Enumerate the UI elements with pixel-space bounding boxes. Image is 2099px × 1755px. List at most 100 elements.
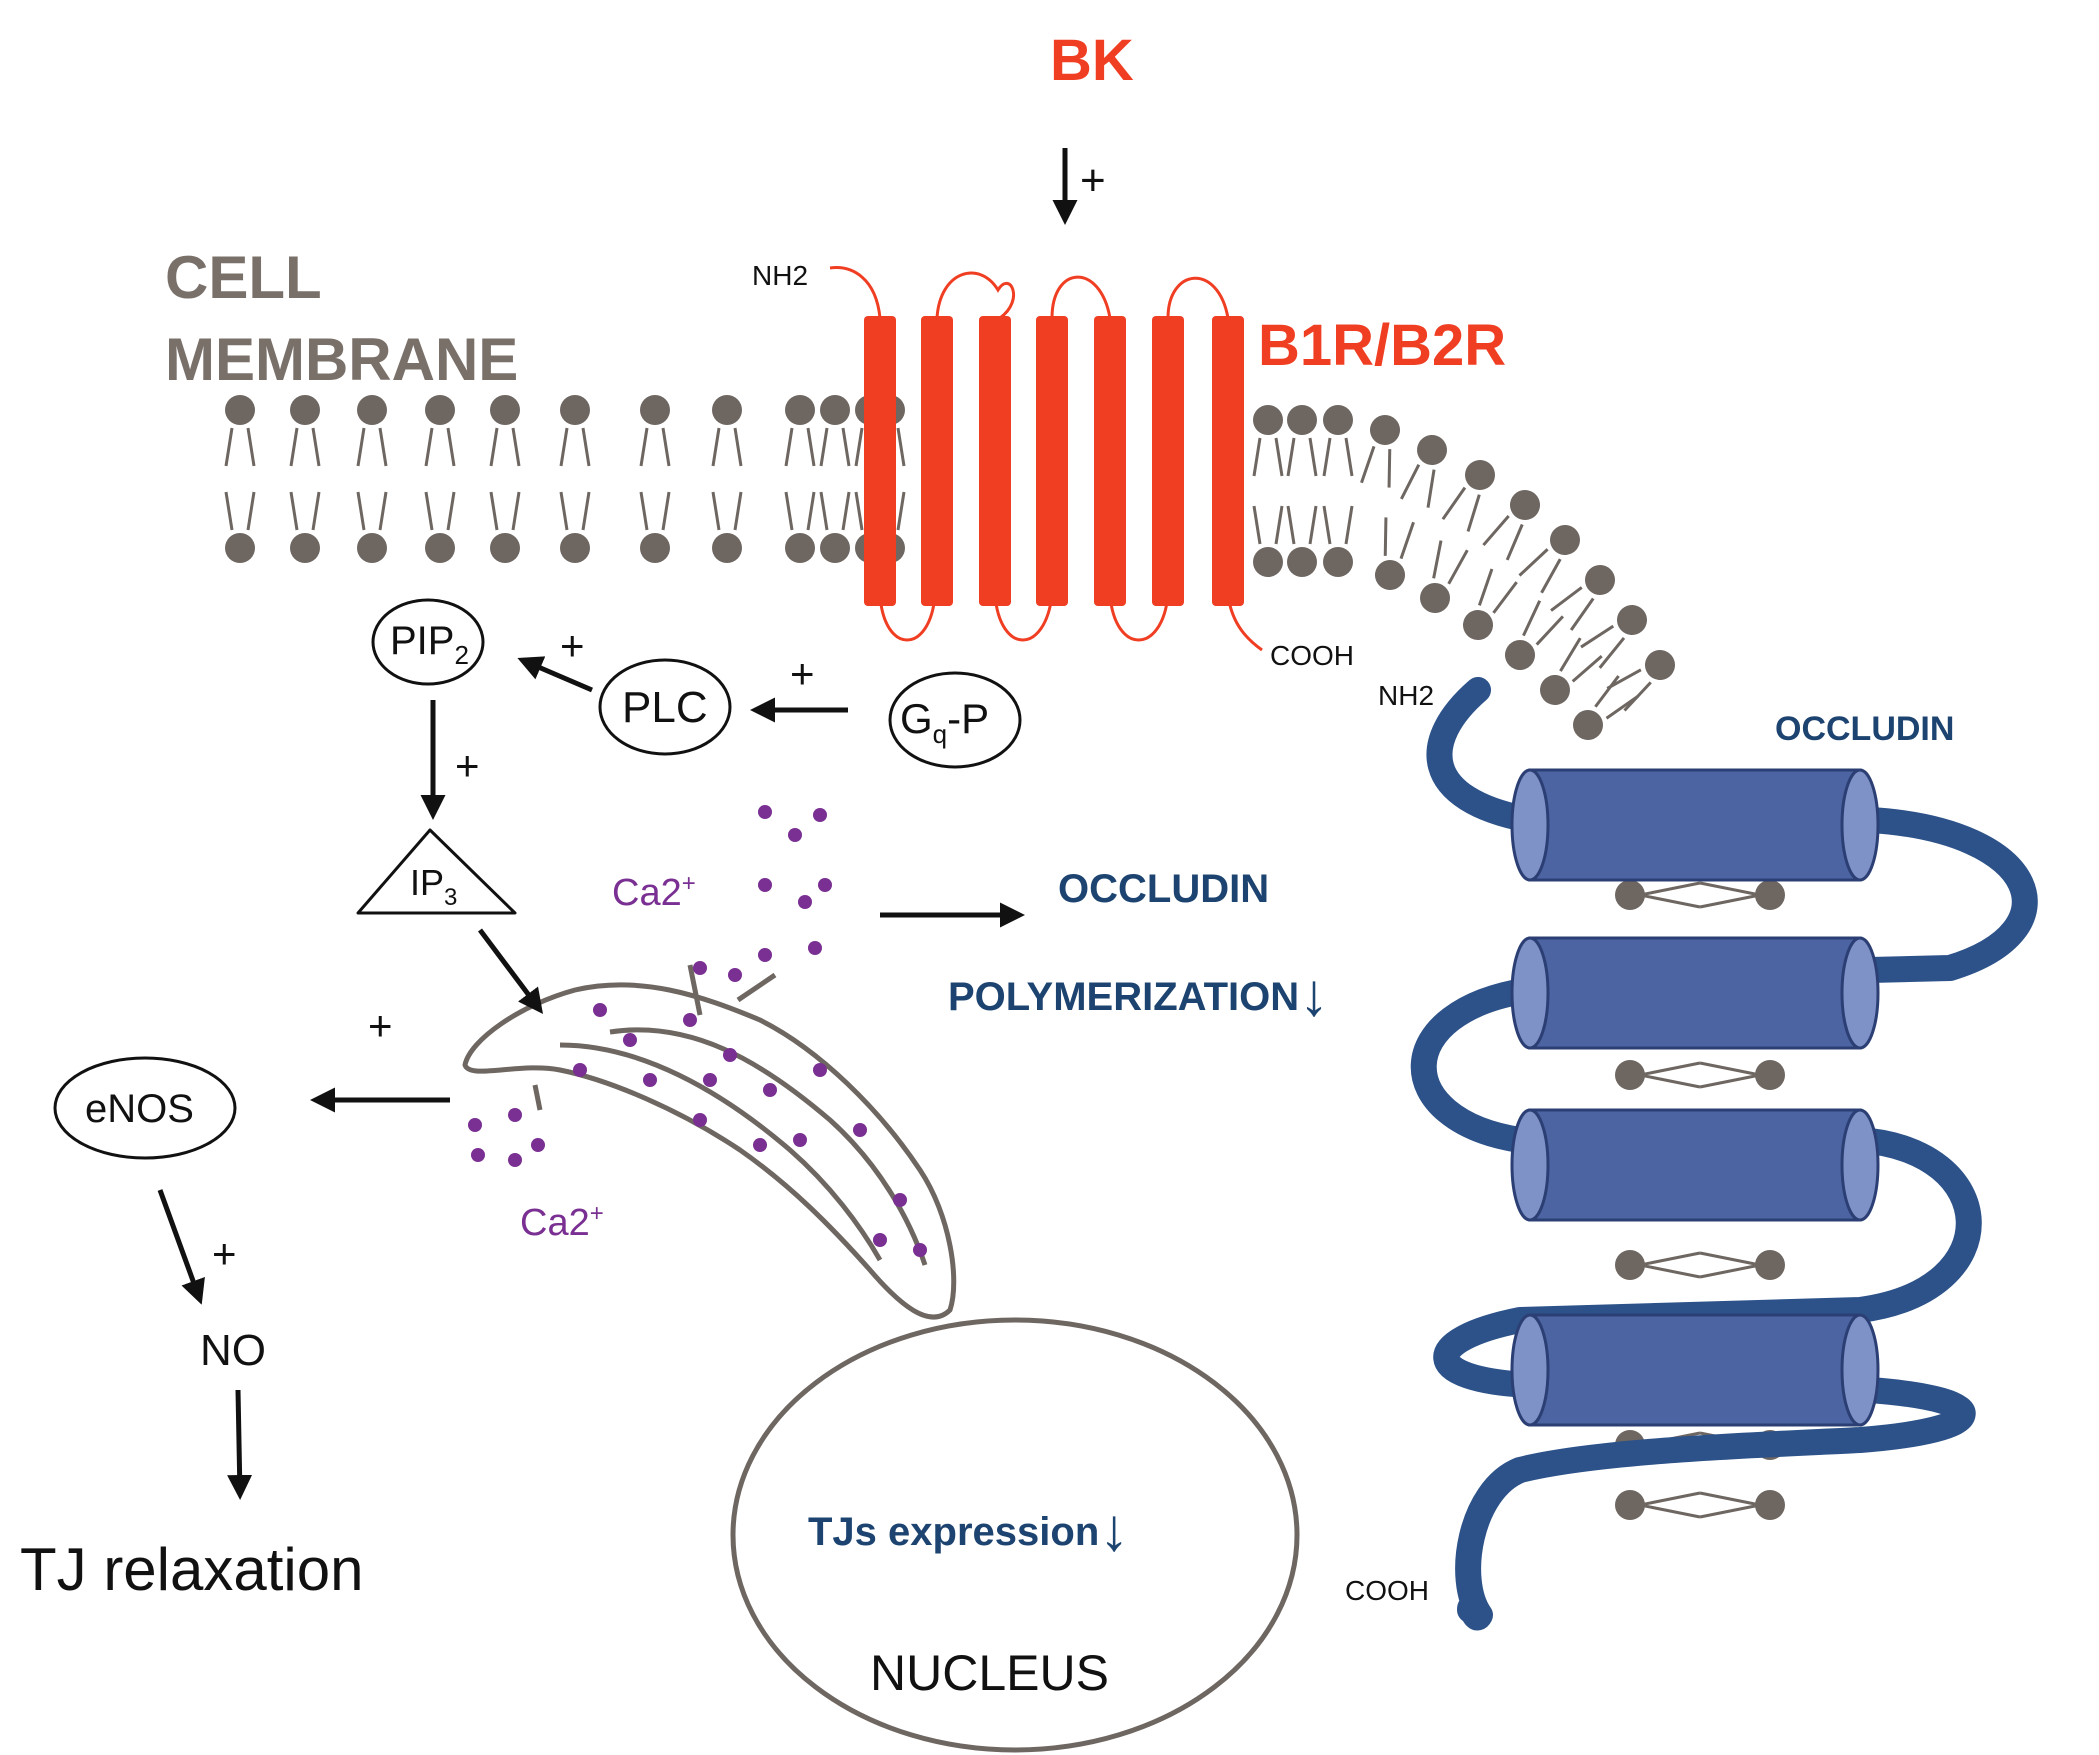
occludin-barrel (1510, 1108, 1880, 1222)
bk-plus-sign: + (1080, 156, 1106, 205)
cytosol-calcium-dots (468, 805, 832, 1167)
tjs-expression-label: TJs expression↓ (808, 1496, 1129, 1563)
occludin-barrel (1510, 1313, 1880, 1427)
occludin-center-label: OCCLUDIN (1058, 867, 1269, 911)
lipid-molecule (1252, 505, 1284, 577)
nucleus-envelope (730, 1317, 1300, 1753)
plus-plc-gq: + (790, 650, 815, 697)
lipid-molecule (289, 491, 321, 563)
lipid-pair (1615, 880, 1785, 910)
plus-pip2-plc: + (560, 622, 585, 669)
lipid-molecule (1441, 460, 1495, 532)
plus-pip2-ip3: + (455, 742, 480, 789)
plc-label: PLC (622, 683, 708, 732)
receptor-helices (864, 316, 1244, 606)
lipid-molecule (356, 491, 388, 563)
lipid-molecule (711, 395, 743, 467)
lipid-molecule (1360, 415, 1400, 488)
lipid-molecule (489, 395, 521, 467)
lipid-molecule (711, 491, 743, 563)
lipid-molecule (1400, 435, 1447, 508)
occludin-barrels (1510, 768, 1880, 1427)
occludin-tube (1410, 677, 2038, 1631)
lipid-molecule (819, 395, 851, 467)
plc-to-pip2-arrow (517, 656, 593, 693)
lipid-pair (1615, 1490, 1785, 1520)
receptor-helix (921, 316, 953, 606)
enos-node (53, 1056, 237, 1160)
receptor-helix (979, 316, 1011, 606)
plc-node (598, 658, 732, 756)
lipid-molecule (1505, 600, 1565, 670)
lipid-molecule (224, 395, 256, 467)
receptor-label: B1R/B2R (1258, 313, 1506, 378)
lipid-molecule (639, 491, 671, 563)
tj-relaxation-label: TJ relaxation (20, 1536, 363, 1603)
lipid-molecule (1322, 405, 1354, 477)
lipid-molecule (289, 395, 321, 467)
lipid-molecule (1573, 675, 1639, 740)
occludin-protein (1410, 677, 2038, 1631)
polymerization-label: POLYMERIZATION↓ (948, 961, 1329, 1028)
plus-enos-no: + (212, 1230, 237, 1277)
lipid-molecule (1286, 405, 1318, 477)
receptor-helix (1152, 316, 1184, 606)
pip2-node (371, 598, 485, 686)
lipid-molecule (489, 491, 521, 563)
ip3-triangle (356, 828, 517, 915)
lipid-molecule (784, 491, 816, 563)
lipid-molecule (1540, 637, 1603, 705)
lipid-molecule (559, 491, 591, 563)
curved-membrane-bilayer (1360, 415, 1675, 740)
lipid-pair (1615, 1060, 1785, 1090)
lipid-molecule (1580, 605, 1647, 669)
enos-to-no-arrow (157, 1189, 205, 1305)
ip3-label: IP3 (410, 862, 457, 911)
gqp-node (888, 671, 1022, 769)
lipid-pair (1615, 1250, 1785, 1280)
er-calcium-dots (573, 1003, 927, 1257)
lipid-molecule (559, 395, 591, 467)
pathway-arrows (157, 148, 1078, 1500)
lipid-molecule (1322, 505, 1354, 577)
lipid-molecule (1252, 405, 1284, 477)
occludin-right-label: OCCLUDIN (1775, 710, 1954, 748)
membrane-label-line1: CELL (165, 244, 322, 311)
occludin-cooh-label: COOH (1345, 1575, 1429, 1606)
nucleus-label: NUCLEUS (870, 1645, 1109, 1701)
lipid-molecule (424, 395, 456, 467)
receptor-helix (1094, 316, 1126, 606)
gqp-label: Gq-P (900, 695, 989, 749)
calcium-label-bottom: Ca2+ (520, 1200, 604, 1244)
lipid-molecule (1420, 540, 1469, 613)
endoplasmic-reticulum (462, 964, 957, 1320)
no-to-tj-arrow (227, 1389, 253, 1500)
lipid-molecule (1463, 568, 1518, 640)
receptor-helix (1036, 316, 1068, 606)
lipid-molecule (224, 491, 256, 563)
lipid-molecule (1482, 490, 1540, 561)
receptor-nh2-label: NH2 (752, 260, 808, 291)
lipid-molecule (819, 491, 851, 563)
lipid-molecule (424, 491, 456, 563)
plus-er-enos: + (368, 1002, 393, 1049)
calcium-label-top: Ca2+ (612, 870, 696, 914)
lipid-molecule (639, 395, 671, 467)
b1r-b2r-receptor (829, 266, 1263, 652)
pip2-label: PIP2 (390, 619, 469, 670)
occludin-barrel (1510, 936, 1880, 1050)
receptor-cooh-label: COOH (1270, 640, 1354, 671)
enos-label: eNOS (85, 1087, 194, 1131)
lipid-molecule (356, 395, 388, 467)
receptor-helix (864, 316, 896, 606)
lipid-molecule (1518, 525, 1580, 594)
no-label: NO (200, 1326, 266, 1375)
lipid-molecule (1286, 505, 1318, 577)
occludin-nh2-label: NH2 (1378, 680, 1434, 711)
occludin-barrel (1510, 768, 1880, 882)
lipid-molecule (1550, 565, 1615, 631)
receptor-helix (1212, 316, 1244, 606)
membrane-label-line2: MEMBRANE (165, 326, 518, 393)
bk-label: BK (1050, 28, 1134, 93)
